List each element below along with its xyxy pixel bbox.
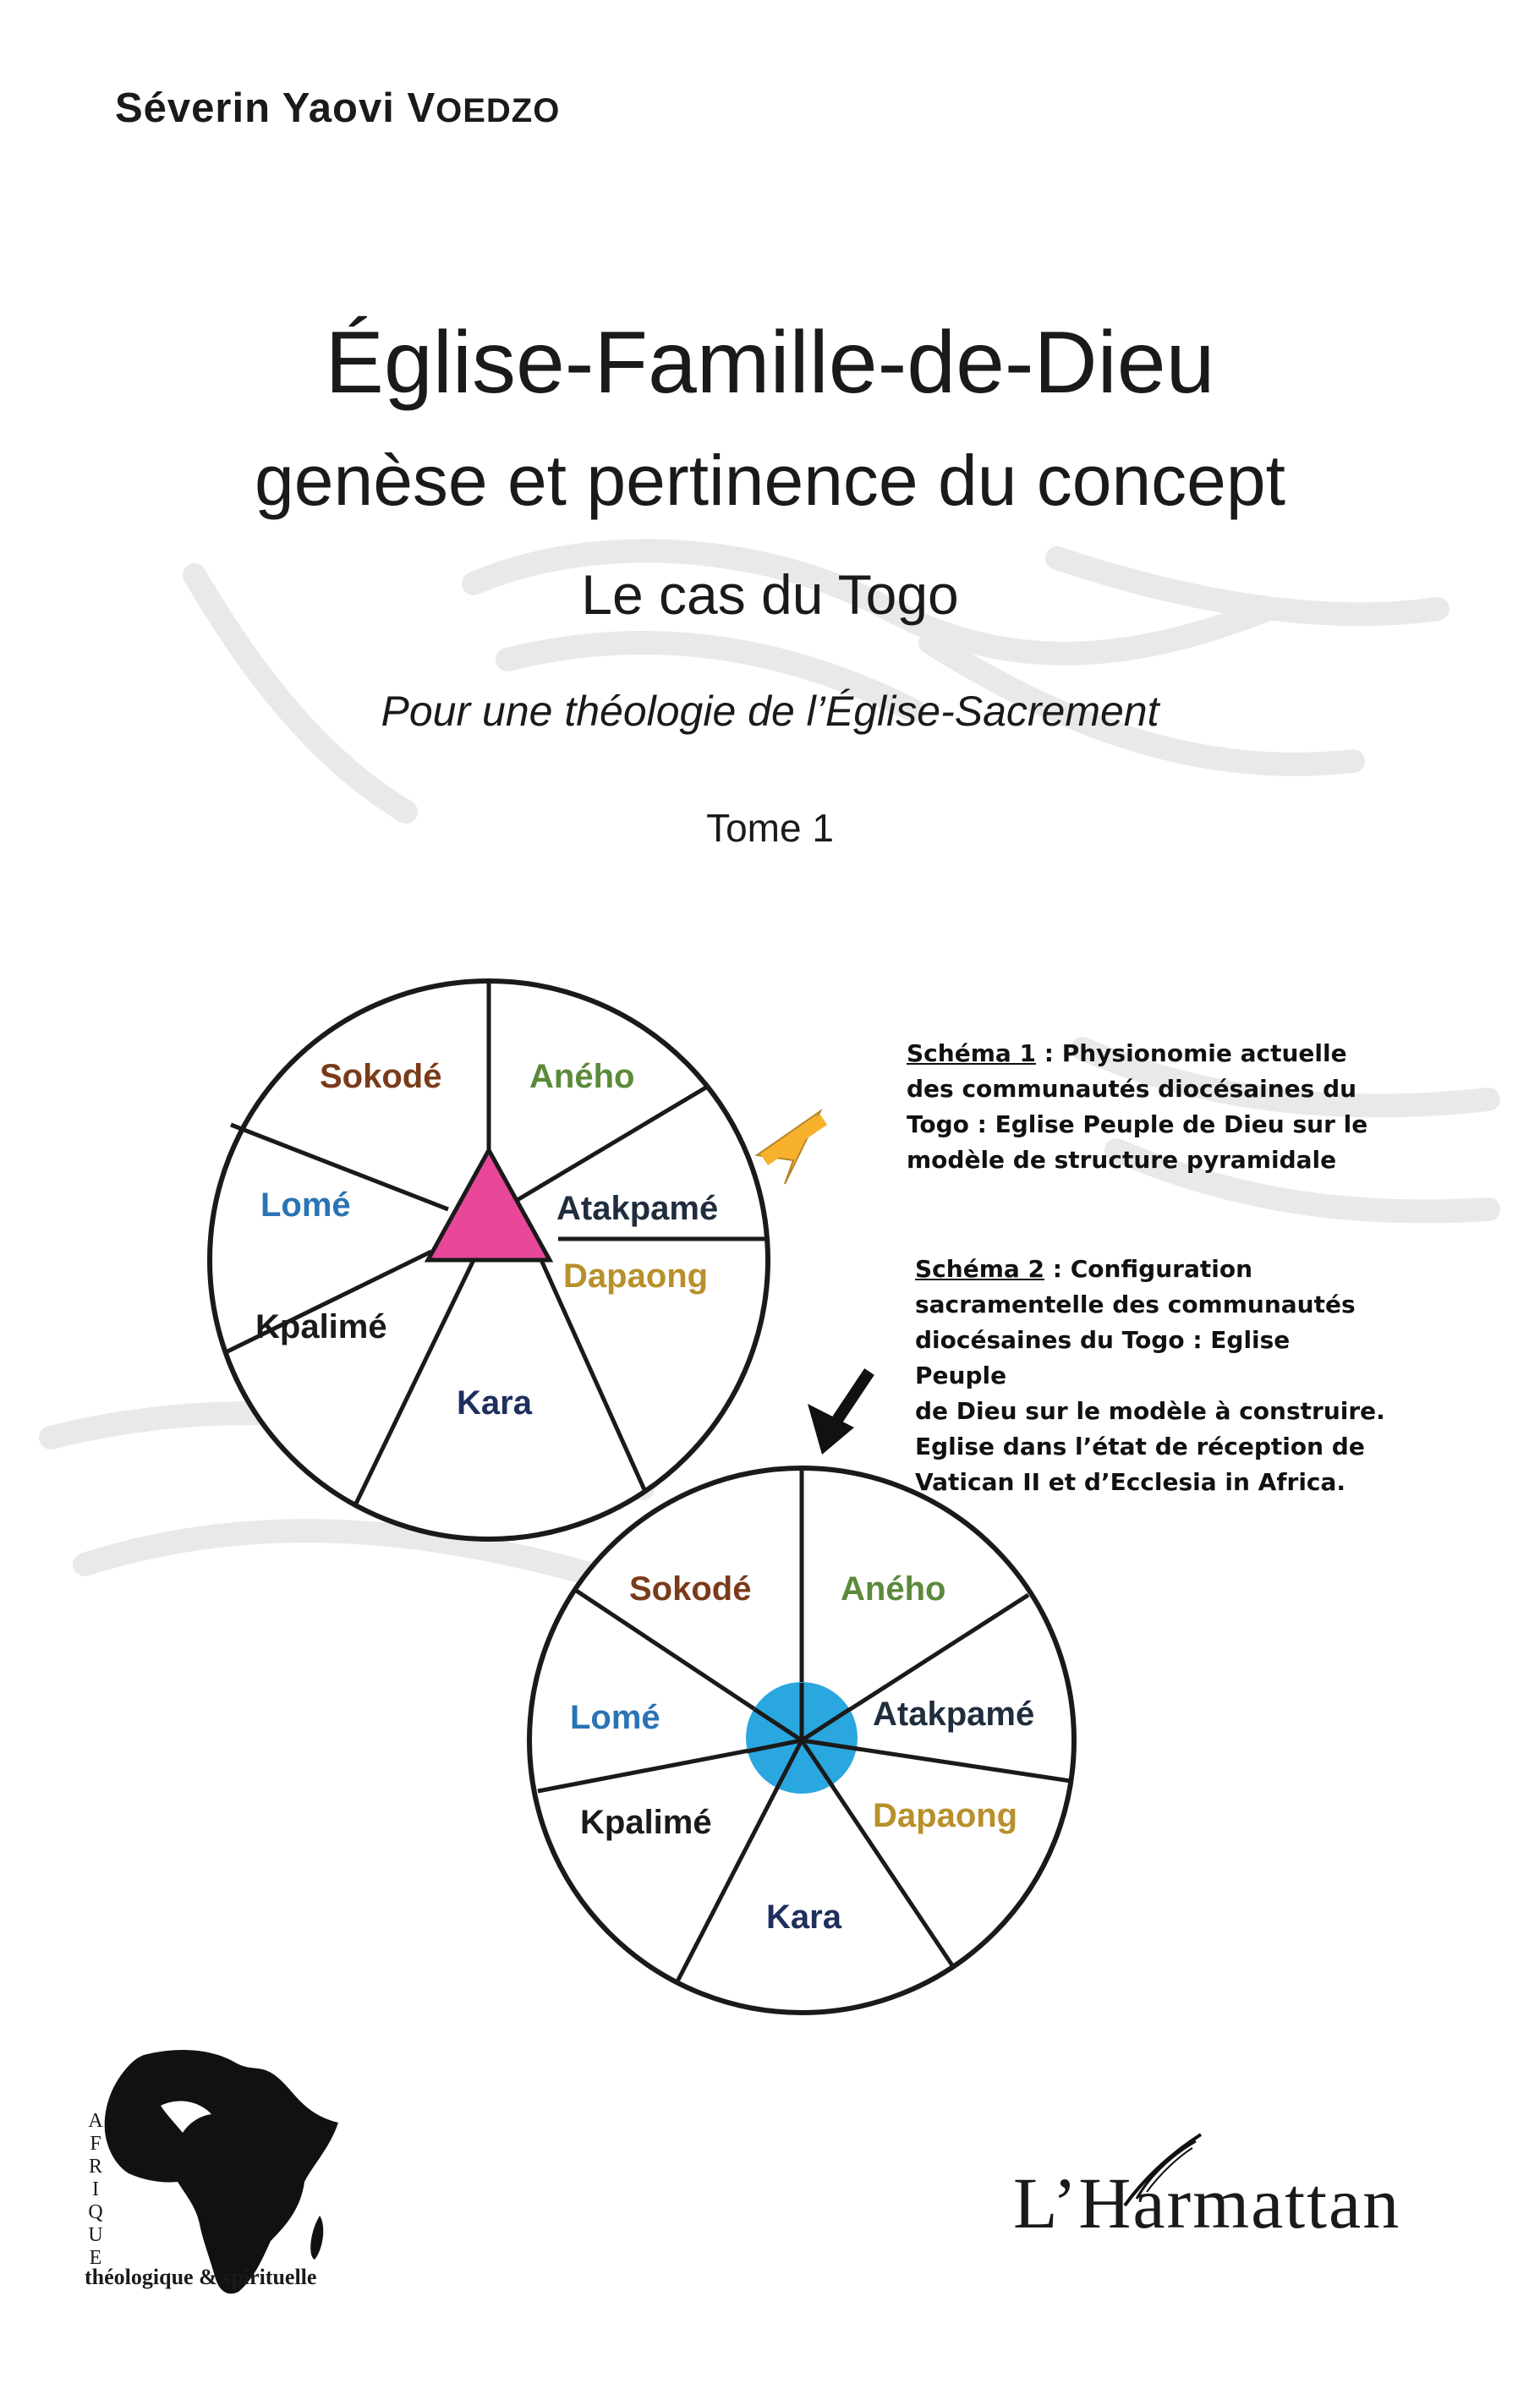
schema1-label-aneho: Aného: [529, 1058, 634, 1095]
schema2-caption-line: diocésaines du Togo : Eglise Peuple: [915, 1326, 1291, 1389]
schema1-label-kara: Kara: [457, 1384, 533, 1422]
schema1-label-sokode: Sokodé: [320, 1058, 441, 1095]
publisher-name: L’Harmattan: [1013, 2162, 1401, 2244]
author-name: Séverin Yaovi VOEDZO: [115, 85, 560, 132]
schema1-caption-line: Togo : Eglise Peuple de Dieu sur le: [907, 1110, 1368, 1138]
schema2-caption-line: Eglise dans l’état de réception de: [915, 1433, 1365, 1460]
schema1-caption: Schéma 1 : Physionomie actuelle des comm…: [907, 1036, 1380, 1178]
schema1-label-dapaong: Dapaong: [563, 1258, 708, 1295]
schema2-label-atakpame: Atakpamé: [873, 1696, 1034, 1733]
africa-map-logo: [104, 2050, 338, 2294]
quill-icon: [1123, 2133, 1203, 2207]
schema2-caption-label: Schéma 2: [915, 1255, 1044, 1283]
collection-letter: E: [89, 2247, 102, 2269]
black-arrow-icon: [808, 1368, 874, 1455]
schema1-triangle: [424, 1145, 554, 1263]
collection-letter: I: [92, 2178, 99, 2200]
main-title: Église-Famille-de-Dieu: [325, 314, 1215, 412]
schema1-divider: [353, 1258, 476, 1507]
schema2-label-kara: Kara: [766, 1899, 842, 1936]
schema1-caption-line: des communautés diocésaines du: [907, 1075, 1357, 1103]
schema1-divider: [539, 1258, 648, 1493]
schema2-caption-line: sacramentelle des communautés: [915, 1290, 1356, 1318]
author-first-name: Séverin Yaovi: [115, 85, 395, 131]
collection-letter: A: [88, 2110, 103, 2132]
schema1-divider: [230, 1122, 449, 1212]
schema2-label-lome: Lomé: [570, 1699, 660, 1736]
author-last-initial: V: [407, 85, 436, 131]
collection-letter: F: [90, 2133, 101, 2155]
case-title: Le cas du Togo: [581, 563, 959, 626]
publisher-logo: [1006, 2131, 1412, 2283]
schema1-diagram: Sokodé Aného Lomé Atakpamé Dapaong Kpali…: [207, 978, 770, 1542]
schema1-caption-line: : Physionomie actuelle: [1036, 1039, 1347, 1067]
schema1-caption-label: Schéma 1: [907, 1039, 1036, 1067]
series-subtitle: Pour une théologie de l’Église-Sacrement: [381, 688, 1159, 735]
schema2-caption-line: : Configuration: [1044, 1255, 1252, 1283]
schema2-label-dapaong: Dapaong: [873, 1797, 1017, 1834]
schema2-label-aneho: Aného: [841, 1570, 945, 1608]
schema2-caption-line: de Dieu sur le modèle à construire.: [915, 1397, 1385, 1425]
schema1-label-atakpame: Atakpamé: [556, 1190, 718, 1227]
schema1-divider: [222, 1249, 433, 1356]
schema2-diagram: Sokodé Aného Lomé Atakpamé Dapaong Kpali…: [527, 1466, 1077, 2015]
yellow-arrow-icon: [754, 1108, 827, 1185]
schema2-caption-line: Vatican II et d’Ecclesia in Africa.: [915, 1468, 1346, 1496]
volume-label: Tome 1: [706, 806, 834, 850]
author-last-rest: OEDZO: [436, 92, 561, 129]
schema1-label-kpalime: Kpalimé: [255, 1308, 387, 1345]
schema1-caption-line: modèle de structure pyramidale: [907, 1146, 1337, 1174]
collection-letter: Q: [88, 2201, 103, 2223]
collection-letter: U: [88, 2224, 103, 2246]
schema2-caption: Schéma 2 : Configuration sacramentelle d…: [915, 1252, 1389, 1500]
subtitle: genèse et pertinence du concept: [255, 441, 1285, 520]
schema1-label-lome: Lomé: [260, 1186, 351, 1224]
schema2-label-sokode: Sokodé: [629, 1570, 751, 1608]
schema2-label-kpalime: Kpalimé: [580, 1804, 712, 1841]
schema1-divider: [514, 1083, 710, 1203]
collection-vertical-label: A F R I Q U E: [83, 2110, 108, 2270]
collection-name: théologique & spirituelle: [85, 2265, 317, 2289]
collection-letter: R: [88, 2156, 102, 2178]
